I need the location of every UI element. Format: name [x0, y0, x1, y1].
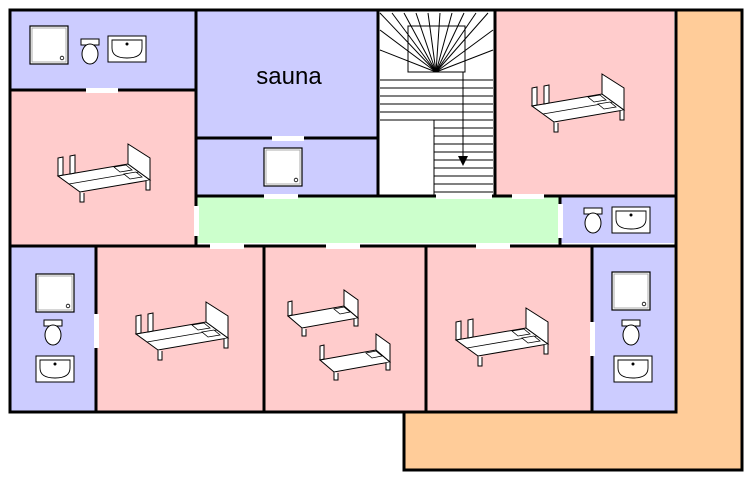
door-openings	[86, 88, 595, 356]
toilet-icon	[43, 319, 63, 346]
toilet-icon	[583, 207, 603, 234]
hallway	[197, 197, 559, 243]
sink-icon	[613, 355, 653, 383]
staircase	[379, 12, 494, 195]
sink-icon	[611, 206, 651, 234]
toilet-icon	[80, 38, 100, 65]
toilet-icon	[621, 319, 641, 346]
bedroom-bottom-3	[427, 247, 591, 411]
shower-icon	[35, 273, 75, 313]
sauna-label: sauna	[256, 63, 322, 90]
sink-icon	[35, 355, 75, 383]
bedroom-bottom-2	[265, 247, 425, 411]
shower-icon	[29, 25, 69, 65]
sink-icon	[107, 35, 147, 63]
sauna-room	[197, 11, 377, 137]
shower-icon	[611, 271, 651, 311]
shower-icon	[263, 147, 303, 187]
stair-arrow-icon	[458, 156, 468, 166]
